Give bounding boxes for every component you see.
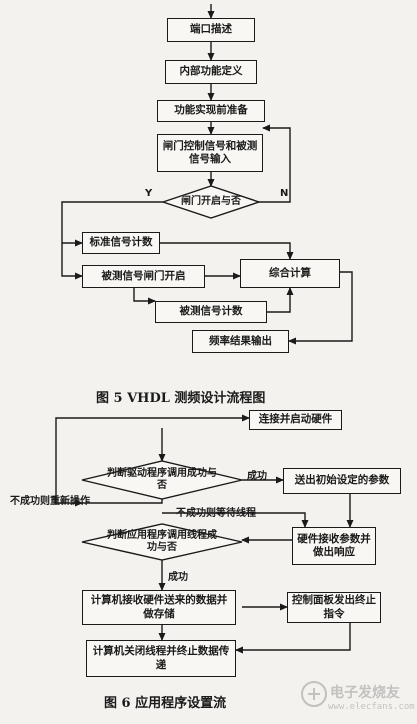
node-frequency-output: 频率结果输出 xyxy=(192,330,289,353)
decision-driver-check: 判断驱动程序调用成功与否 xyxy=(107,468,217,491)
node-gate-signal-input: 闸门控制信号和被测信号输入 xyxy=(157,134,263,172)
decision-gate-open: 闸门开启与否 xyxy=(181,196,241,207)
watermark-url: www.elecfans.com xyxy=(328,702,415,712)
node-hardware-receive: 硬件接收参数并做出响应 xyxy=(292,527,376,565)
node-standard-count: 标准信号计数 xyxy=(82,232,160,254)
watermark-circuit-icon xyxy=(301,681,327,707)
label-fail-retry: 不成功则重新操作 xyxy=(10,496,90,507)
label-success-1: 成功 xyxy=(247,471,267,482)
node-pc-close-thread: 计算机关闭线程并终止数据传递 xyxy=(86,640,236,677)
watermark-brand: 电子发烧友 xyxy=(330,685,400,701)
node-preparation: 功能实现前准备 xyxy=(157,100,265,122)
node-internal-definition: 内部功能定义 xyxy=(165,60,257,84)
node-measured-count: 被测信号计数 xyxy=(155,301,267,323)
label-fail-wait: 不成功则等待线程 xyxy=(176,508,256,519)
node-calculation: 综合计算 xyxy=(240,259,340,288)
label-yes: Y xyxy=(145,188,153,199)
caption-figure6: 图 6 应用程序设置流 xyxy=(104,696,227,711)
watermark-logo: 电子发烧友 www.elecfans.com xyxy=(300,680,415,720)
node-send-parameters: 送出初始设定的参数 xyxy=(283,468,401,494)
label-no: N xyxy=(280,188,289,199)
node-panel-stop: 控制面板发出终止指令 xyxy=(287,592,381,623)
node-gate-open: 被测信号闸门开启 xyxy=(82,265,205,288)
node-port-description: 端口描述 xyxy=(167,18,255,42)
node-pc-receive: 计算机接收硬件送来的数据并做存储 xyxy=(82,590,236,625)
caption-figure5: 图 5 VHDL 测频设计流程图 xyxy=(96,391,266,406)
node-connect-hardware: 连接并启动硬件 xyxy=(249,410,342,430)
decision-app-check: 判断应用程序调用线程成功与否 xyxy=(107,530,217,553)
label-success-2: 成功 xyxy=(168,572,188,583)
